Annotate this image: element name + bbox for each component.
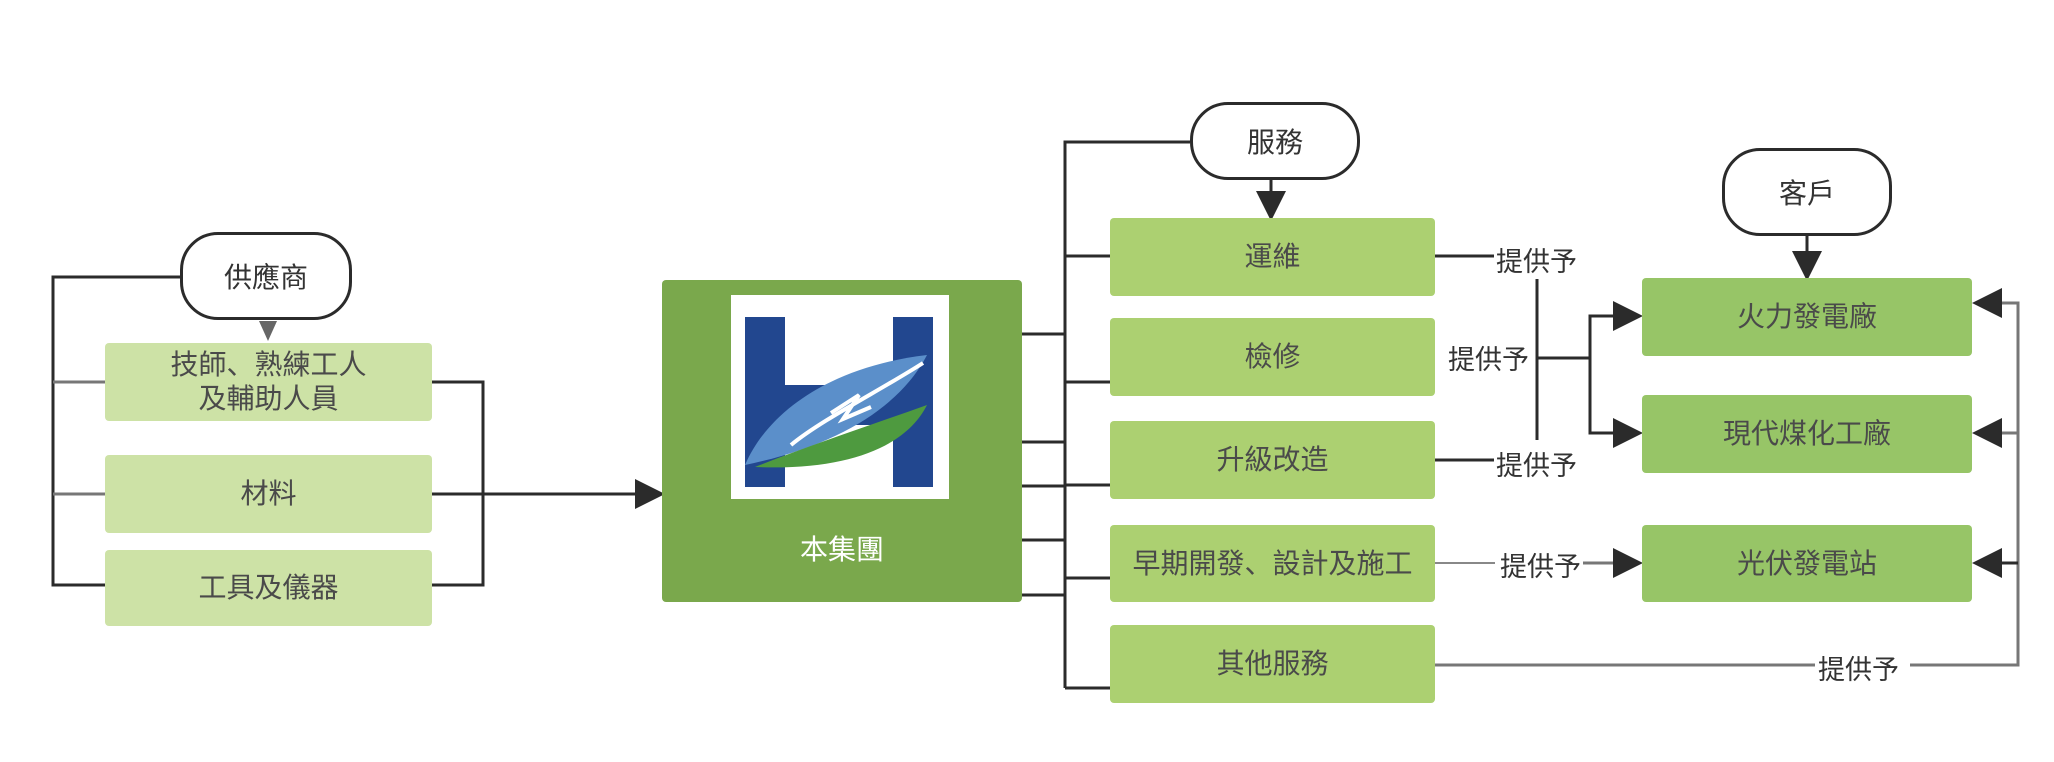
service-item-operations: 運維 [1110, 218, 1435, 296]
supplier-item-tools: 工具及儀器 [105, 550, 432, 626]
service-item-other: 其他服務 [1110, 625, 1435, 703]
client-item-thermal-plant: 火力發電廠 [1642, 278, 1972, 356]
supplier-item-technicians: 技師、熟練工人 及輔助人員 [105, 343, 432, 421]
supplier-arrow-icon [259, 321, 277, 341]
provide-label-operations: 提供予 [1494, 240, 1579, 279]
group-logo [731, 295, 949, 499]
client-item-solar-station: 光伏發電站 [1642, 525, 1972, 602]
provide-label-other: 提供予 [1816, 648, 1901, 687]
clients-header: 客戶 [1722, 148, 1892, 236]
provide-label-upgrade: 提供予 [1494, 444, 1579, 483]
service-item-upgrade: 升級改造 [1110, 421, 1435, 499]
supplier-header: 供應商 [180, 232, 352, 320]
service-item-early-development: 早期開發、設計及施工 [1110, 525, 1435, 602]
company-logo-icon [745, 317, 933, 487]
provide-label-early-development: 提供予 [1498, 545, 1583, 584]
provide-label-maintenance: 提供予 [1446, 338, 1531, 377]
supplier-item-materials: 材料 [105, 455, 432, 533]
group-label: 本集團 [799, 533, 884, 566]
services-header: 服務 [1190, 102, 1360, 180]
service-item-maintenance: 檢修 [1110, 318, 1435, 396]
client-item-coal-chemical: 現代煤化工廠 [1642, 395, 1972, 473]
